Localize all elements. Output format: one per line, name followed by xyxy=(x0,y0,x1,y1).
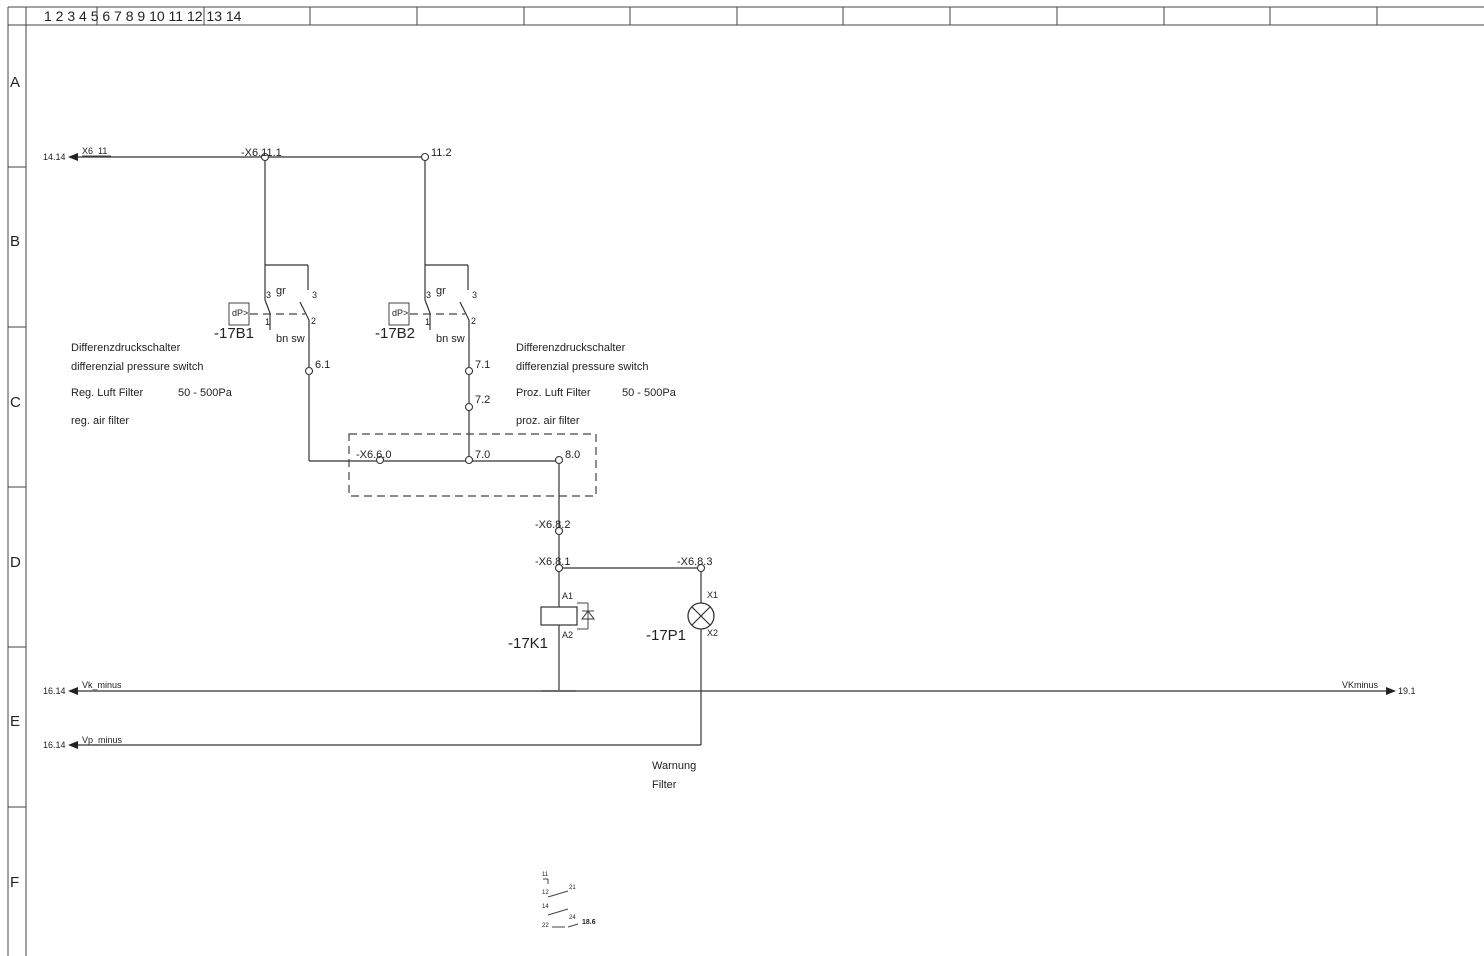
switch-b1-sensor: dP> xyxy=(232,308,248,318)
contact-n4: 22 xyxy=(542,923,549,929)
terminal-strip-box xyxy=(348,433,597,497)
pressure-switch-17b1 xyxy=(228,264,310,370)
switch-b1-filter-de: Reg. Luft Filter xyxy=(71,387,143,399)
relay-coil-17k1 xyxy=(540,602,595,630)
x6-11-net-label: X6_11 xyxy=(82,146,107,156)
terminal-8-0 xyxy=(554,455,564,465)
wire-vp-minus xyxy=(68,741,701,749)
terminal-7-0 xyxy=(464,455,474,465)
lamp-p1-label-line1: Warnung xyxy=(652,760,696,772)
drawing-frame xyxy=(7,6,1484,956)
switch-b1-range: 50 - 500Pa xyxy=(178,387,233,399)
relay-k1-pin-a2: A2 xyxy=(562,630,573,640)
terminal-x6-11-1-label: -X6.11.1 xyxy=(241,147,282,159)
row-label-a: A xyxy=(10,74,20,91)
switch-b2-filter-en: proz. air filter xyxy=(516,415,580,427)
row-label-d: D xyxy=(10,554,21,571)
terminal-x6-8-2-label: -X6.8.2 xyxy=(535,519,570,531)
switch-b2-tag: -17B2 xyxy=(375,325,415,342)
switch-b1-pin-2: 2 xyxy=(311,316,316,326)
vp-minus-net-label: Vp_minus xyxy=(82,735,123,745)
switch-b1-wire-bnsw: bn sw xyxy=(276,333,305,345)
relay-k1-pin-a1: A1 xyxy=(562,591,573,601)
terminal-7-1-label: 7.1 xyxy=(475,359,490,371)
lamp-p1-label-line2: Filter xyxy=(652,779,677,791)
terminal-11-2-label: 11.2 xyxy=(431,147,452,159)
switch-b1-filter-en: reg. air filter xyxy=(71,415,129,427)
switch-b1-desc-en: differenzial pressure switch xyxy=(71,361,203,373)
lamp-p1-pin-x2: X2 xyxy=(707,628,718,638)
vkminus-out-ref-label: 19.1 xyxy=(1398,686,1416,696)
switch-b2-wire-bnsw: bn sw xyxy=(436,333,465,345)
switch-b1-tag: -17B1 xyxy=(214,325,254,342)
lamp-p1-tag: -17P1 xyxy=(646,627,686,644)
terminal-x6-6-0-label: -X6.6.0 xyxy=(356,449,391,461)
switch-b1-desc-de: Differenzdruckschalter xyxy=(71,342,181,354)
contact-n3: 14 xyxy=(542,904,549,910)
pressure-switch-17b2 xyxy=(388,264,470,460)
vp-minus-ref-label: 16.14 xyxy=(43,740,66,750)
x6-11-ref-label: 14.14 xyxy=(43,152,66,162)
contact-n5: 21 xyxy=(569,885,576,891)
terminal-x6-6-0 xyxy=(375,455,385,465)
switch-b2-pin-3b: 3 xyxy=(472,290,477,300)
wire-x6-11 xyxy=(68,153,426,265)
contact-cross-reference xyxy=(543,878,579,928)
terminal-11-2 xyxy=(420,152,430,162)
switch-b1-pin-1: 1 xyxy=(265,317,270,327)
terminal-x6-8-1 xyxy=(554,563,564,573)
switch-b2-desc-de: Differenzdruckschalter xyxy=(516,342,626,354)
vk-minus-net-label: Vk_minus xyxy=(82,680,122,690)
vkminus-out-net-label: VKminus xyxy=(1342,680,1379,690)
contact-n1: 11 xyxy=(542,872,549,878)
relay-k1-tag: -17K1 xyxy=(508,635,548,652)
terminal-x6-8-2 xyxy=(554,526,564,536)
terminal-x6-8-3-label: -X6.8.3 xyxy=(677,556,712,568)
contact-n2: 12 xyxy=(542,890,549,896)
vk-minus-ref-label: 16.14 xyxy=(43,686,66,696)
switch-b2-pin-1: 1 xyxy=(425,317,430,327)
row-label-b: B xyxy=(10,233,20,250)
terminal-7-2 xyxy=(464,402,474,412)
switch-b2-range: 50 - 500Pa xyxy=(622,387,677,399)
switch-b2-desc-en: differenzial pressure switch xyxy=(516,361,648,373)
terminal-7-0-label: 7.0 xyxy=(475,449,490,461)
switch-b2-sensor: dP> xyxy=(392,308,408,318)
contact-ref: 18.6 xyxy=(582,919,596,926)
terminal-7-1 xyxy=(464,366,474,376)
column-header: 1 2 3 4 5 6 7 8 9 10 11 12 13 14 xyxy=(44,8,242,24)
switch-b1-pin-3b: 3 xyxy=(312,290,317,300)
switch-b2-pin-3a: 3 xyxy=(426,290,431,300)
lamp-17p1 xyxy=(687,572,715,745)
terminal-x6-11-1 xyxy=(260,152,270,162)
switch-b1-pin-3a: 3 xyxy=(266,290,271,300)
terminal-x6-8-3 xyxy=(696,563,706,573)
switch-b2-pin-2: 2 xyxy=(471,316,476,326)
terminal-6-1 xyxy=(304,366,314,376)
switch-b1-wire-gr: gr xyxy=(276,285,286,297)
lamp-p1-pin-x1: X1 xyxy=(707,590,718,600)
terminal-8-0-label: 8.0 xyxy=(565,449,580,461)
wire-terminal-strip xyxy=(308,375,560,690)
row-label-f: F xyxy=(10,874,19,891)
wire-vk-minus xyxy=(68,687,1396,695)
terminal-6-1-label: 6.1 xyxy=(315,359,330,371)
switch-b2-wire-gr: gr xyxy=(436,285,446,297)
terminal-x6-8-1-label: -X6.8.1 xyxy=(535,556,570,568)
row-label-c: C xyxy=(10,394,21,411)
row-label-e: E xyxy=(10,713,20,730)
contact-n6: 24 xyxy=(569,915,576,921)
terminal-7-2-label: 7.2 xyxy=(475,394,490,406)
switch-b2-filter-de: Proz. Luft Filter xyxy=(516,387,591,399)
